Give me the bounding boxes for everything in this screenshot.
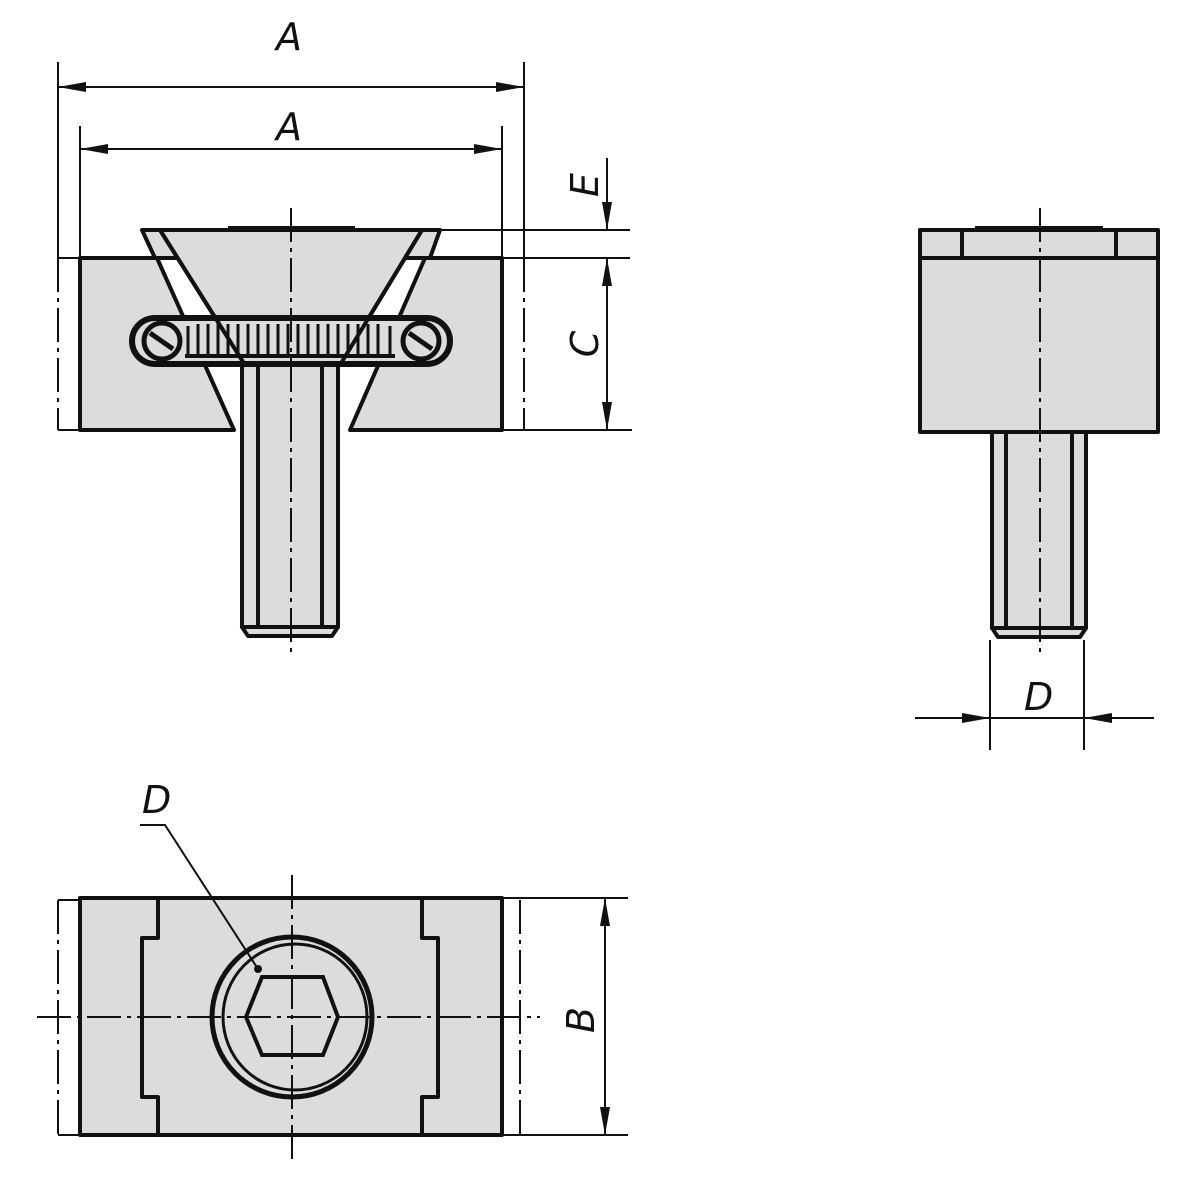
top-view: D B [37, 778, 628, 1160]
label-a-outer: A [273, 15, 302, 59]
dimension-d-side: D [915, 640, 1154, 750]
dimension-a-inner: A [79, 105, 503, 258]
leader-d-top: D [140, 778, 262, 973]
front-view: A A [57, 15, 632, 655]
label-e: E [563, 173, 607, 197]
dimension-c: C [502, 258, 632, 431]
label-d-top: D [142, 778, 171, 822]
dimension-e: E [440, 158, 630, 259]
side-view: D [915, 208, 1160, 750]
label-a-inner: A [273, 105, 302, 149]
dimension-a-outer: A [57, 15, 525, 258]
label-c: C [563, 330, 607, 357]
dimension-b: B [502, 897, 628, 1136]
label-d-side: D [1024, 675, 1053, 719]
label-b: B [559, 1007, 603, 1033]
